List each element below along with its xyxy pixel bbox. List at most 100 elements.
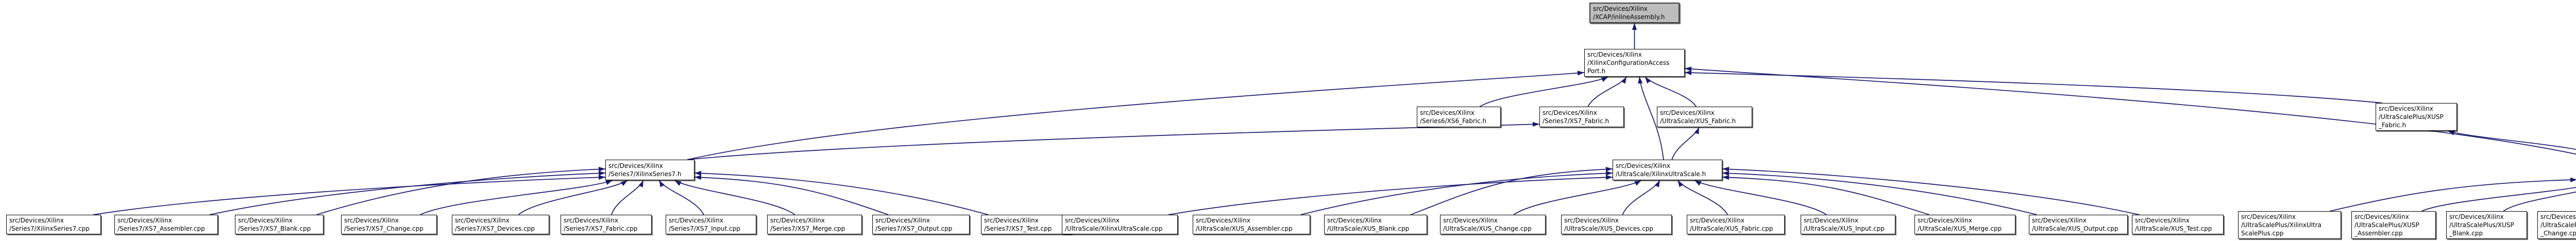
graph-node-xs7-blank-cpp[interactable]: src/Devices/Xilinx /Series7/XS7_Blank.cp…	[235, 215, 324, 234]
graph-node-xus-fabric-h[interactable]: src/Devices/Xilinx /UltraScale/XUS_Fabri…	[1657, 107, 1752, 127]
graph-node-xilinxultrascale-h[interactable]: src/Devices/Xilinx /UltraScale/XilinxUlt…	[1613, 160, 1722, 180]
node-label: src/Devices/Xilinx /XCAP/inlineAssembly.…	[1593, 5, 1665, 21]
node-label: src/Devices/Xilinx /Series7/XS7_Devices.…	[455, 217, 535, 232]
graph-edge	[420, 180, 613, 215]
node-label: src/Devices/Xilinx /UltraScale/XUS_Outpu…	[2032, 217, 2119, 232]
graph-node-xs7-fabric-cpp[interactable]: src/Devices/Xilinx /Series7/XS7_Fabric.c…	[561, 215, 652, 234]
graph-edge-arrowhead	[694, 175, 702, 180]
graph-node-xusp-blank-cpp[interactable]: src/Devices/Xilinx /UltraScalePlus/XUSP …	[2446, 211, 2527, 239]
graph-edge-arrowhead	[605, 180, 613, 185]
graph-edge-arrowhead	[1694, 180, 1702, 186]
graph-edge-arrowhead	[598, 166, 605, 172]
node-label: src/Devices/Xilinx /Series7/XS7_Blank.cp…	[238, 217, 311, 232]
graph-node-xus-assembler-cpp[interactable]: src/Devices/Xilinx /UltraScale/XUS_Assem…	[1193, 215, 1310, 234]
graph-node-xus-blank-cpp[interactable]: src/Devices/Xilinx /UltraScale/XUS_Blank…	[1324, 215, 1427, 234]
node-label: src/Devices/Xilinx /Series7/XilinxSeries…	[608, 162, 682, 178]
graph-node-xilinxultrascaleplus-cpp[interactable]: src/Devices/Xilinx /UltraScalePlus/Xilin…	[2238, 211, 2341, 239]
graph-edge	[1684, 72, 2382, 104]
graph-edge	[1168, 177, 1613, 215]
graph-node-xus-fabric-cpp[interactable]: src/Devices/Xilinx /UltraScale/XUS_Fabri…	[1687, 215, 1785, 234]
node-label: src/Devices/Xilinx /Series7/XilinxSeries…	[9, 217, 90, 232]
graph-node-xs7-devices-cpp[interactable]: src/Devices/Xilinx /Series7/XS7_Devices.…	[452, 215, 549, 234]
node-label: src/Devices/Xilinx /UltraScale/XUS_Fabri…	[1690, 217, 1773, 232]
graph-node-xs7-fabric-h[interactable]: src/Devices/Xilinx /Series7/XS7_Fabric.h	[1539, 107, 1624, 127]
graph-node-xilinxultrascale-cpp[interactable]: src/Devices/Xilinx /UltraScale/XilinxUlt…	[1062, 215, 1178, 234]
graph-node-xs7-input-cpp[interactable]: src/Devices/Xilinx /Series7/XS7_Input.cp…	[666, 215, 756, 234]
node-label: src/Devices/Xilinx /Series7/XS7_Assemble…	[117, 217, 205, 232]
graph-edge-arrowhead	[1621, 77, 1627, 84]
graph-edge-arrowhead	[1645, 77, 1651, 84]
node-label: src/Devices/Xilinx /UltraScale/XUS_Fabri…	[1660, 109, 1736, 125]
node-label: src/Devices/Xilinx /UltraScalePlus/Xilin…	[2241, 213, 2321, 237]
graph-node-xus-test-cpp[interactable]: src/Devices/Xilinx /UltraScale/XUS_Test.…	[2132, 215, 2224, 234]
graph-node-xs7-change-cpp[interactable]: src/Devices/Xilinx /Series7/XS7_Change.c…	[341, 215, 437, 234]
graph-node-xusp-fabric-h[interactable]: src/Devices/Xilinx /UltraScalePlus/XUSP …	[2376, 103, 2457, 131]
graph-node-inlineassembly-h: src/Devices/Xilinx /XCAP/inlineAssembly.…	[1589, 3, 1680, 23]
graph-edge-arrowhead	[1532, 122, 1539, 127]
node-label: src/Devices/Xilinx /Series6/XS6_Fabric.h	[1420, 109, 1487, 125]
graph-node-xs7-test-cpp[interactable]: src/Devices/Xilinx /Series7/XS7_Test.cpp	[981, 215, 1072, 234]
graph-edge	[1722, 168, 2140, 215]
graph-edge-arrowhead	[2570, 177, 2576, 182]
graph-edge	[674, 180, 795, 215]
graph-node-xusp-change-cpp[interactable]: src/Devices/Xilinx /UltraScalePlus/XUSP …	[2537, 211, 2576, 239]
graph-edge-arrowhead	[1677, 180, 1684, 187]
graph-edge-arrowhead	[1632, 23, 1637, 30]
graph-edge	[1684, 68, 2576, 155]
graph-edge	[1694, 180, 1827, 215]
node-label: src/Devices/Xilinx /UltraScale/XUS_Blank…	[1327, 217, 1410, 232]
graph-node-xus-merge-cpp[interactable]: src/Devices/Xilinx /UltraScale/XUS_Merge…	[1914, 215, 2015, 234]
graph-node-xs7-merge-cpp[interactable]: src/Devices/Xilinx /Series7/XS7_Merge.cp…	[767, 215, 862, 234]
graph-edge-arrowhead	[620, 180, 628, 186]
node-label: src/Devices/Xilinx /Series7/XS7_Fabric.c…	[564, 217, 638, 232]
graph-node-xilinxseries7-h[interactable]: src/Devices/Xilinx /Series7/XilinxSeries…	[605, 160, 694, 180]
graph-edge-arrowhead	[659, 180, 665, 187]
graph-edge	[658, 180, 704, 215]
graph-edge	[1722, 177, 1929, 215]
graph-edge	[1639, 76, 1664, 160]
node-label: src/Devices/Xilinx /XilinxConfigurationA…	[1587, 51, 1670, 75]
graph-edge	[518, 180, 628, 215]
graph-edge	[687, 124, 1540, 160]
graph-edge	[2421, 187, 2576, 212]
graph-edge-arrowhead	[1722, 175, 1730, 180]
node-label: src/Devices/Xilinx /Series7/XS7_Output.c…	[875, 217, 953, 232]
graph-node-xus-output-cpp[interactable]: src/Devices/Xilinx /UltraScale/XUS_Outpu…	[2029, 215, 2128, 234]
node-label: src/Devices/Xilinx /UltraScale/XilinxUlt…	[1616, 162, 1706, 178]
graph-edge	[2503, 191, 2576, 212]
node-label: src/Devices/Xilinx /UltraScalePlus/XUSP …	[2449, 213, 2514, 237]
graph-edge	[687, 72, 1585, 160]
graph-edge	[1410, 168, 1613, 215]
graph-edge-arrowhead	[1638, 77, 1643, 84]
graph-node-xusp-assembler-cpp[interactable]: src/Devices/Xilinx /UltraScalePlus/XUSP …	[2351, 211, 2436, 239]
graph-node-xus-change-cpp[interactable]: src/Devices/Xilinx /UltraScale/XUS_Chang…	[1440, 215, 1546, 234]
graph-node-xs7-assembler-cpp[interactable]: src/Devices/Xilinx /Series7/XS7_Assemble…	[114, 215, 218, 234]
graph-edge-arrowhead	[1605, 175, 1613, 180]
node-label: src/Devices/Xilinx /UltraScalePlus/XUSP …	[2354, 213, 2419, 237]
graph-edge-arrowhead	[638, 180, 643, 187]
graph-edge-arrowhead	[1634, 180, 1641, 186]
graph-edge	[316, 168, 606, 215]
graph-edge-arrowhead	[674, 180, 682, 186]
node-label: src/Devices/Xilinx /Series7/XS7_Input.cp…	[669, 217, 740, 232]
node-label: src/Devices/Xilinx /UltraScale/XUS_Test.…	[2135, 217, 2212, 232]
graph-edge	[2330, 179, 2576, 212]
graph-node-xus-input-cpp[interactable]: src/Devices/Xilinx /UltraScale/XUS_Input…	[1801, 215, 1895, 234]
graph-node-xus-devices-cpp[interactable]: src/Devices/Xilinx /UltraScale/XUS_Devic…	[1561, 215, 1672, 234]
graph-node-xs6-fabric-h[interactable]: src/Devices/Xilinx /Series6/XS6_Fabric.h	[1417, 107, 1501, 127]
node-label: src/Devices/Xilinx /UltraScale/XUS_Devic…	[1564, 217, 1654, 232]
graph-edge	[1300, 173, 1613, 215]
node-label: src/Devices/Xilinx /UltraScalePlus/XUSP …	[2540, 213, 2576, 237]
graph-edge-arrowhead	[1685, 66, 1692, 72]
graph-edge	[1513, 180, 1642, 215]
graph-node-xs7-output-cpp[interactable]: src/Devices/Xilinx /Series7/XS7_Output.c…	[872, 215, 970, 234]
node-label: src/Devices/Xilinx /Series7/XS7_Fabric.h	[1543, 109, 1609, 125]
node-label: src/Devices/Xilinx /UltraScalePlus/XUSP …	[2379, 105, 2444, 129]
graph-node-xilinxseries7-cpp[interactable]: src/Devices/Xilinx /Series7/XilinxSeries…	[6, 215, 101, 234]
graph-edge-arrowhead	[1694, 127, 1699, 134]
graph-node-xilinxconfigurationaccessport-h[interactable]: src/Devices/Xilinx /XilinxConfigurationA…	[1584, 49, 1685, 77]
graph-edge-arrowhead	[598, 175, 605, 180]
node-label: src/Devices/Xilinx /UltraScale/XilinxUlt…	[1065, 217, 1163, 232]
